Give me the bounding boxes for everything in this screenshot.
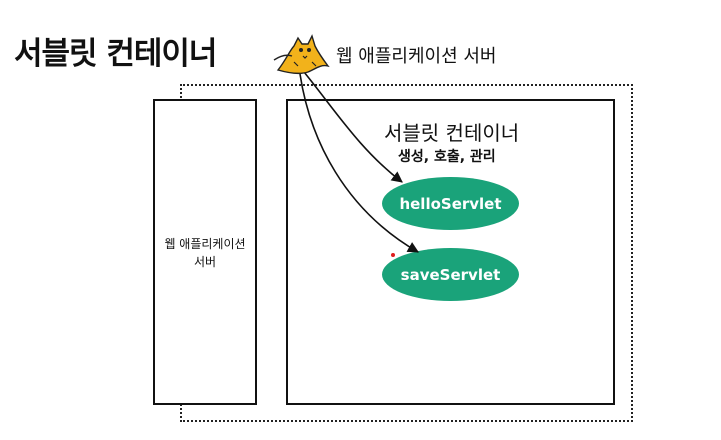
save-servlet: saveServlet <box>382 248 519 301</box>
servlet-container-subtitle: 생성, 호출, 관리 <box>398 149 496 165</box>
page-title: 서블릿 컨테이너 <box>14 36 217 72</box>
annotation-dot <box>391 253 395 257</box>
tomcat-cat-icon <box>273 34 330 75</box>
was-top-label: 웹 애플리케이션 서버 <box>336 46 497 67</box>
servlet-container-title: 서블릿 컨테이너 <box>384 121 520 145</box>
arrow-to-save-servlet <box>299 73 419 253</box>
arrow-to-hello-servlet <box>303 71 403 183</box>
was-box: 웹 애플리케이션 서버 <box>153 99 257 405</box>
was-box-label: 웹 애플리케이션 서버 <box>164 237 246 269</box>
hello-servlet: helloServlet <box>382 177 519 230</box>
